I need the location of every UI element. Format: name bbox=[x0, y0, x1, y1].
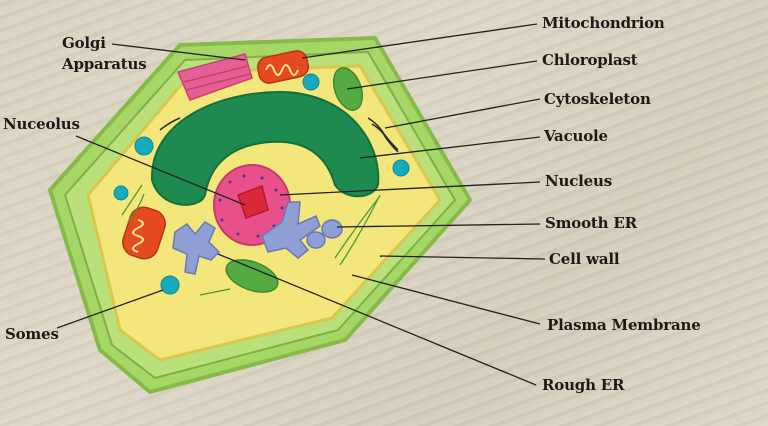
label-rough-er: Rough ER bbox=[542, 376, 625, 394]
mitochondrion-left-shape bbox=[122, 206, 166, 260]
label-plasma-membrane: Plasma Membrane bbox=[547, 316, 701, 334]
nucleolus-shape bbox=[237, 185, 269, 219]
golgi-apparatus-shape bbox=[176, 53, 253, 101]
chloroplast-bottom-shape bbox=[225, 259, 279, 293]
label-golgi-apparatus: Golgi Apparatus bbox=[62, 34, 147, 73]
smooth-er-shape bbox=[261, 201, 343, 259]
label-somes: Somes bbox=[5, 325, 59, 343]
label-mitochondrion: Mitochondrion bbox=[542, 14, 665, 32]
label-vacuole: Vacuole bbox=[544, 127, 608, 145]
label-chloroplast: Chloroplast bbox=[542, 51, 638, 69]
leader-lines bbox=[56, 23, 546, 386]
label-smooth-er: Smooth ER bbox=[545, 214, 637, 232]
cytoskeleton-shape bbox=[159, 117, 399, 153]
rough-er-shape bbox=[172, 221, 221, 275]
somes-shapes bbox=[113, 73, 410, 295]
label-cell-wall: Cell wall bbox=[549, 250, 620, 268]
label-cytoskeleton: Cytoskeleton bbox=[544, 90, 651, 108]
label-nucleus: Nucleus bbox=[545, 172, 612, 190]
vacuole-shape bbox=[150, 90, 380, 206]
mitochondrion-top-shape bbox=[256, 50, 310, 84]
label-nucleolus: Nuceolus bbox=[3, 115, 80, 133]
